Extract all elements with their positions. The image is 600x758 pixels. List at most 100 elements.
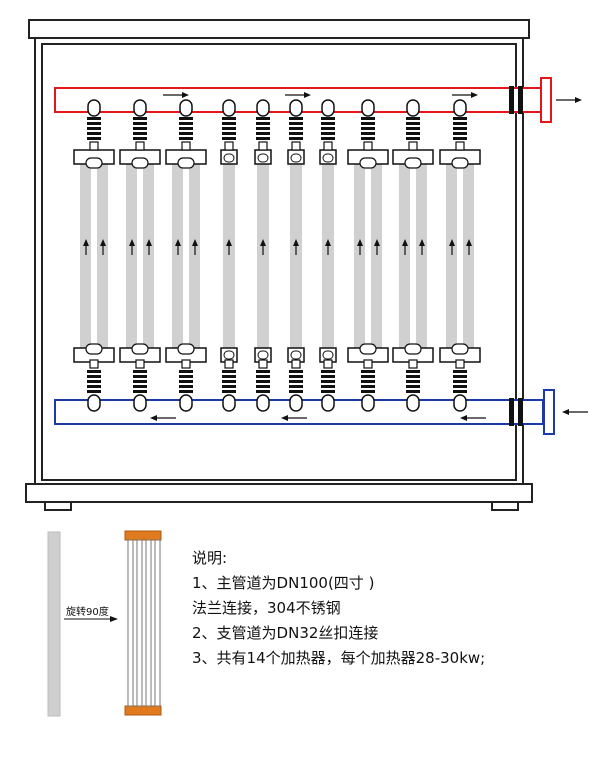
heater-single-tube [47,531,61,717]
fitting-nipple [323,359,333,369]
flow-arrow-up-head [175,239,181,246]
branch-fitting [133,99,147,151]
flow-arrow-up-head [374,239,380,246]
heater-columns [73,149,481,363]
block-cap [404,343,422,355]
fitting-thread [453,390,467,393]
flow-arrow-up-head [293,239,299,246]
fitting-thread [133,122,147,125]
fitting-thread [321,127,335,130]
fitting-thread [133,132,147,135]
cabinet-foot-left [44,501,72,511]
fitting-nipple [224,141,234,151]
fitting-thread [361,132,375,135]
fitting-thread [179,385,193,388]
fitting-nipple [181,141,191,151]
fitting-nipple [291,359,301,369]
fitting-thread [321,137,335,140]
fitting-nipple [224,359,234,369]
fitting-thread [406,375,420,378]
fitting-thread [289,380,303,383]
electrode-top [124,530,162,541]
rotated-heater-tube [154,539,161,707]
fitting-thread [289,132,303,135]
fitting-elbow [361,394,375,412]
fitting-thread [321,132,335,135]
fitting-thread [361,390,375,393]
fitting-thread [133,370,147,373]
block-cap [257,153,269,163]
fitting-thread [321,370,335,373]
fitting-elbow [87,394,101,412]
flow-arrow-up-head [325,239,331,246]
rotated-heater-tube [136,539,143,707]
branch-fitting [361,99,375,151]
fitting-elbow [87,99,101,117]
fitting-thread [321,375,335,378]
branch-fitting [179,99,193,151]
block-cap [451,343,469,355]
outlet-exit-arrow-head [575,97,582,103]
fitting-thread [406,122,420,125]
fitting-thread [87,380,101,383]
block-cap [290,350,302,360]
fitting-thread [87,122,101,125]
inlet-clamp-1 [509,398,514,426]
cabinet-base-rail [25,483,533,503]
fitting-thread [289,375,303,378]
fitting-thread [289,370,303,373]
fitting-thread [222,117,236,120]
fitting-thread [453,127,467,130]
block-cap [257,350,269,360]
fitting-thread [179,380,193,383]
fitting-thread [453,122,467,125]
cabinet-foot-right [491,501,519,511]
fitting-elbow [222,394,236,412]
block-cap [85,157,103,169]
block-cap [85,343,103,355]
fitting-thread [133,117,147,120]
heater-column [287,149,305,363]
fitting-thread [256,122,270,125]
fitting-nipple [455,141,465,151]
fitting-thread [406,132,420,135]
fitting-thread [321,390,335,393]
fitting-thread [406,385,420,388]
branch-fitting [406,99,420,151]
fitting-thread [453,380,467,383]
notes-line-3: 2、支管道为DN32丝扣连接 [192,624,379,642]
flow-arrow-up-head [192,239,198,246]
block-cap [177,157,195,169]
fitting-thread [361,122,375,125]
outlet-flow-arrow-head [304,92,311,98]
branch-fitting [289,99,303,151]
branch-fitting [406,359,420,412]
branch-fitting [453,99,467,151]
fitting-thread [453,385,467,388]
heater-rotated-view [124,530,162,716]
fitting-nipple [408,141,418,151]
fitting-thread [289,127,303,130]
flow-arrow-up-head [402,239,408,246]
fitting-thread [133,375,147,378]
heater-column [254,149,272,363]
fitting-thread [453,117,467,120]
fitting-thread [361,375,375,378]
fitting-nipple [291,141,301,151]
fitting-elbow [222,99,236,117]
fitting-thread [406,380,420,383]
fitting-thread [87,127,101,130]
rotated-heater-tube [145,539,152,707]
block-cap [177,343,195,355]
fitting-thread [256,380,270,383]
fitting-thread [133,137,147,140]
fitting-thread [256,117,270,120]
fitting-thread [179,390,193,393]
branch-fitting [256,359,270,412]
fitting-thread [289,137,303,140]
cabinet-inner-wall [41,43,517,481]
fitting-thread [133,127,147,130]
block-cap [131,157,149,169]
flow-arrow-up-head [419,239,425,246]
